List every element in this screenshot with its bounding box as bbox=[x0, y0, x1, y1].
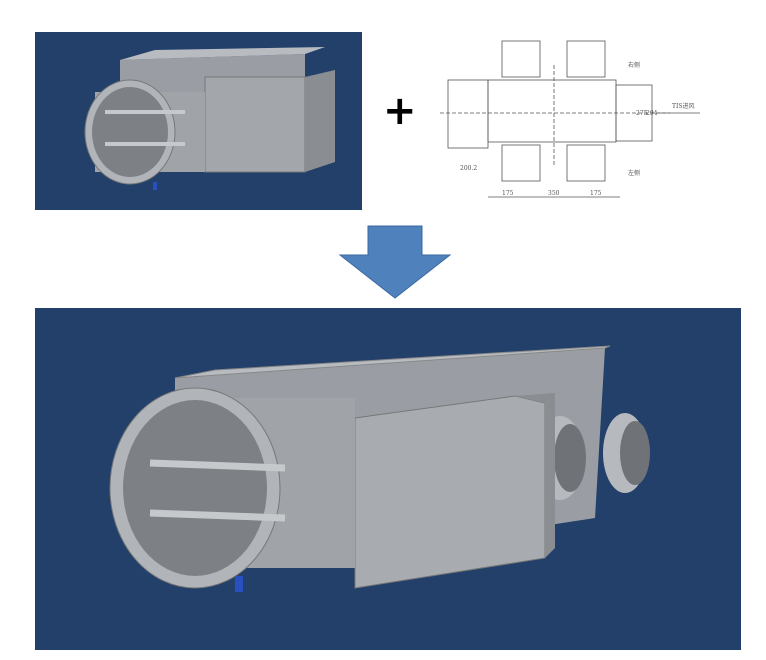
inlet-label: TIS进风 bbox=[672, 102, 694, 110]
dim-height-inner: 275 bbox=[636, 110, 648, 117]
left-side-label: 左侧 bbox=[628, 169, 640, 177]
dim-right: 175 bbox=[590, 190, 602, 197]
dim-left: 175 bbox=[502, 190, 514, 197]
dim-side: 200.2 bbox=[460, 165, 477, 172]
dim-middle: 350 bbox=[548, 190, 560, 197]
right-side-label: 右侧 bbox=[628, 61, 640, 69]
down-arrow bbox=[338, 225, 452, 299]
top-unit-render bbox=[35, 32, 362, 210]
air-valve-unit-small-image bbox=[84, 47, 335, 190]
dim-height-outer: 294 bbox=[646, 110, 658, 117]
bottom-unit-render bbox=[35, 308, 741, 650]
technical-drawing: 右侧 左侧 TIS进风 175 350 175 275 294 200.2 bbox=[440, 40, 700, 198]
air-valve-unit-large-image bbox=[109, 345, 650, 592]
plus-sign: + bbox=[383, 88, 417, 134]
